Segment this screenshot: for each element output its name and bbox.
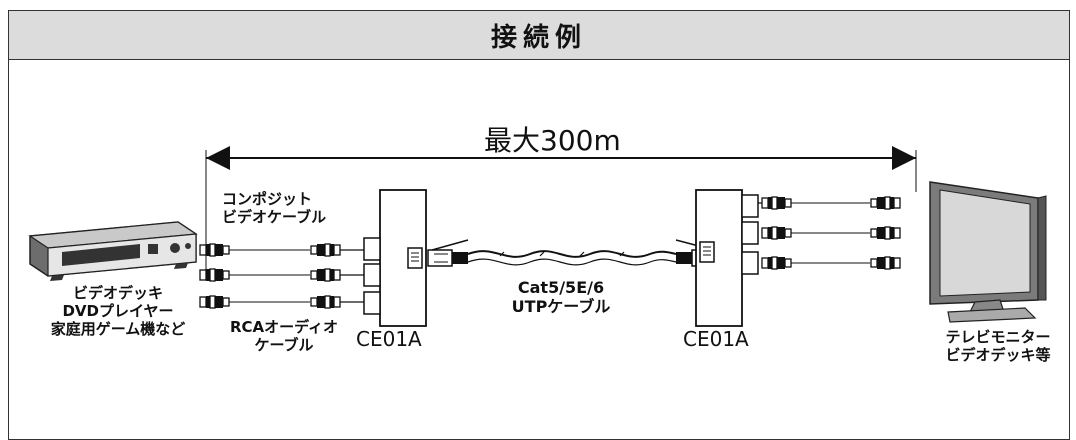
rca-audio-cable-2 (199, 295, 364, 309)
composite-cable-label: コンポジット ビデオケーブル (222, 190, 327, 226)
composite-cable (199, 243, 364, 257)
monitor-icon (929, 181, 1047, 323)
utp-cable-label: Cat5/5E/6 UTPケーブル (511, 278, 611, 317)
panel-header: 接続例 (9, 11, 1069, 60)
connection-example-panel: 接続例 (8, 10, 1070, 440)
right-unit-model: CE01A (683, 327, 749, 351)
distance-label: 最大300m (484, 124, 621, 157)
rca-audio-cable-1 (199, 268, 364, 282)
output-cable-video (758, 196, 901, 210)
extender-unit-icon (695, 189, 759, 327)
extender-unit-icon (363, 189, 427, 327)
utp-cable (467, 250, 677, 266)
right-device-label: テレビモニター ビデオデッキ等 (945, 328, 1051, 364)
panel-title: 接続例 (490, 22, 587, 53)
output-cable-audio-1 (761, 226, 901, 240)
dvd-player-icon (28, 221, 198, 281)
output-cable-audio-2 (761, 256, 901, 270)
left-device-label: ビデオデッキ DVDプレイヤー 家庭用ゲーム機など (50, 284, 186, 338)
rj45-plug-icon (427, 239, 469, 267)
left-unit-model: CE01A (356, 327, 422, 351)
rca-cable-label: RCAオーディオ ケーブル (229, 318, 339, 354)
